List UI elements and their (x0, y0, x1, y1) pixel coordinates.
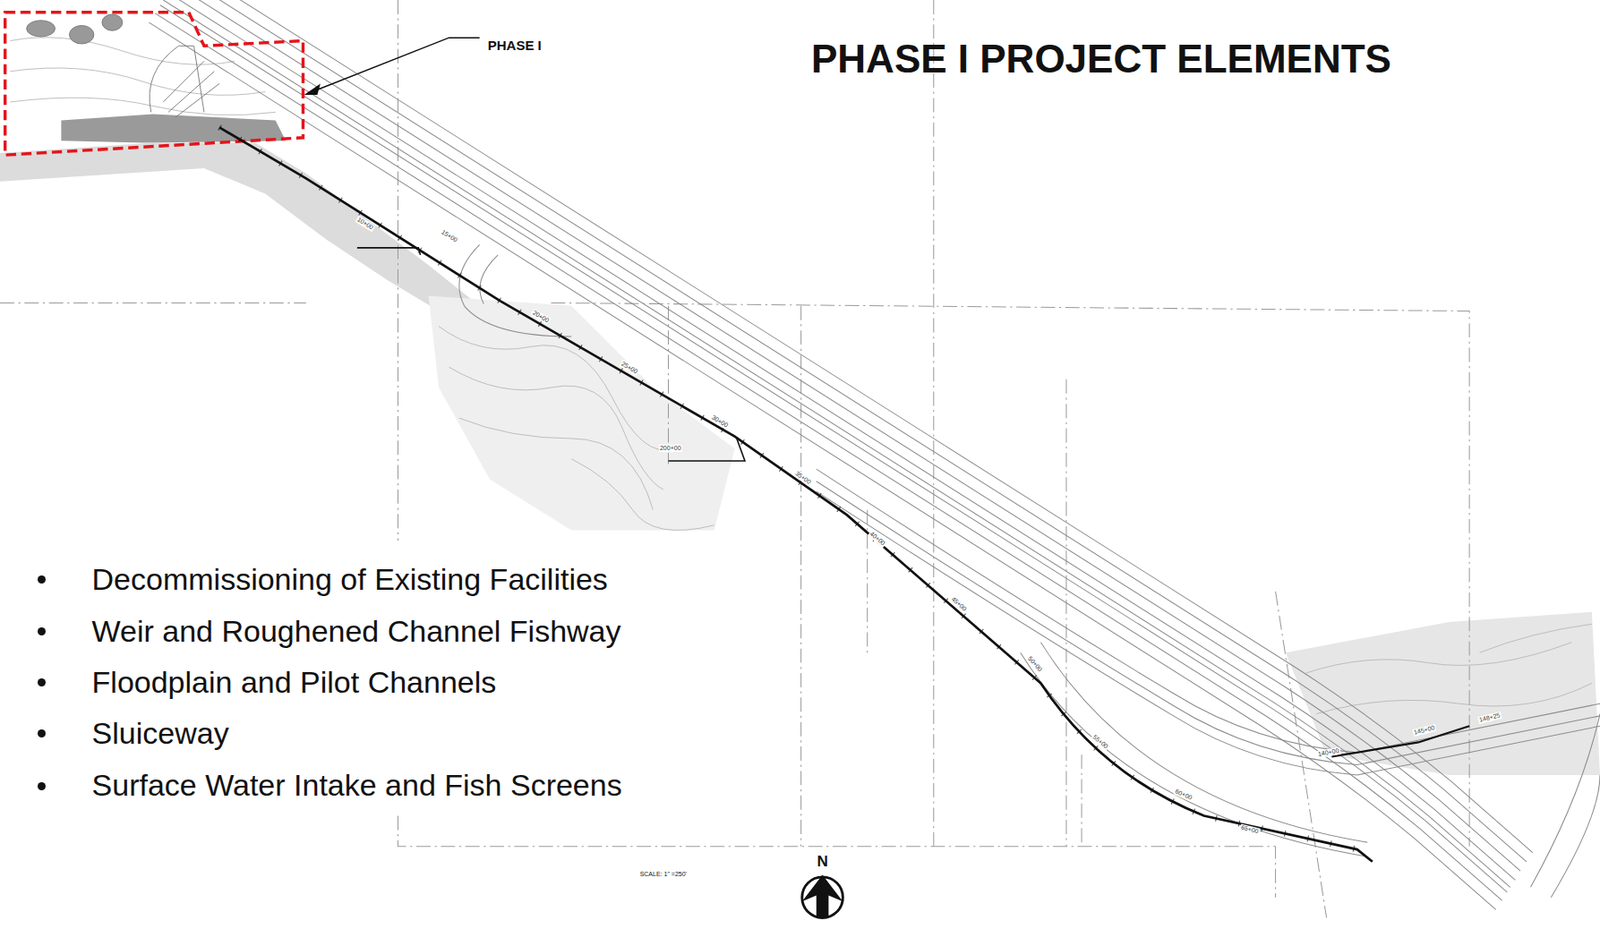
bullet-dot (37, 575, 46, 584)
station-label: 65+00 (1240, 823, 1261, 836)
bullet-dot (37, 782, 46, 791)
callout-label: PHASE I (487, 37, 542, 53)
alignment (219, 127, 1470, 862)
north-label: N (816, 853, 828, 872)
north-arrow (802, 875, 844, 919)
station-label: 55+00 (1090, 732, 1111, 751)
bullet-item: Decommissioning of Existing Facilities (92, 562, 608, 598)
station-label: 45+00 (949, 594, 969, 613)
station-label: 40+00 (867, 530, 888, 548)
scale-note: SCALE: 1" =250' (640, 871, 687, 879)
parcel-lines (0, 0, 1470, 918)
leader-line (312, 37, 480, 92)
leader-arrowhead (304, 83, 321, 95)
bullet-dot (37, 678, 46, 687)
bullet-dot (37, 627, 46, 636)
terrain (0, 0, 1600, 776)
bullet-item: Surface Water Intake and Fish Screens (92, 768, 623, 804)
bullet-item: Floodplain and Pilot Channels (92, 665, 497, 701)
phase-boundary (5, 12, 304, 156)
ramp (459, 244, 1600, 898)
facility (26, 14, 220, 118)
sheet-title: PHASE I PROJECT ELEMENTS (811, 36, 1392, 83)
station-label: 200+00 (658, 444, 683, 453)
bullet-dot (37, 729, 46, 738)
bullet-item: Weir and Roughened Channel Fishway (92, 614, 622, 650)
bullet-item: Sluiceway (92, 716, 230, 752)
station-label: 15+00 (438, 228, 460, 245)
